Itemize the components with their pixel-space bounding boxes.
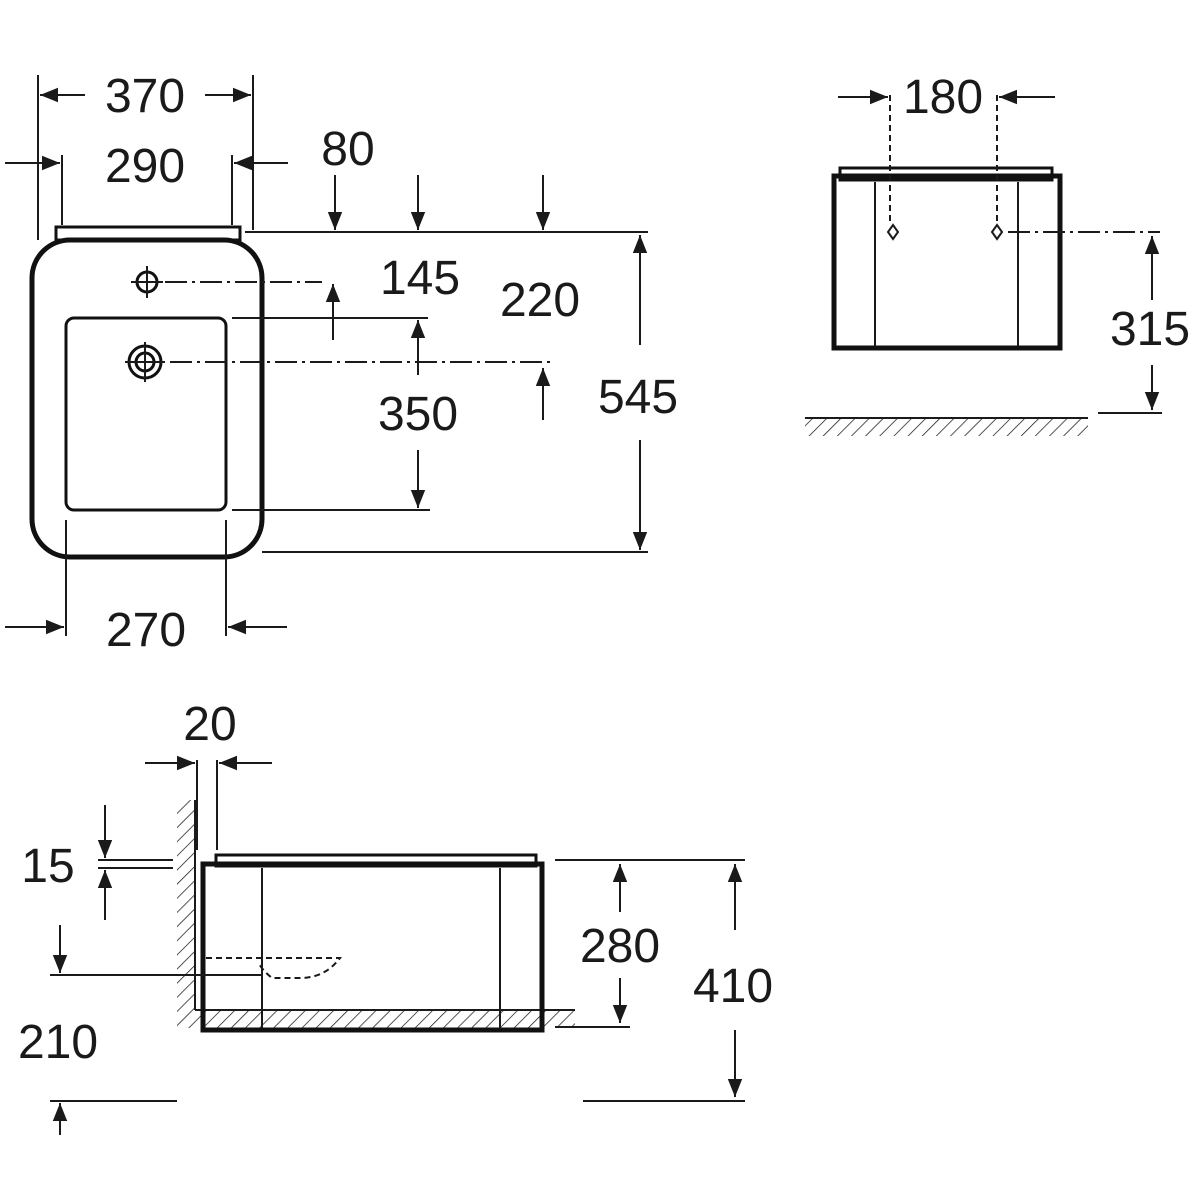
- tap-hole-icon: [131, 266, 163, 298]
- dim-tap-offset: 80: [321, 123, 374, 176]
- dim-depth-overall: 545: [598, 371, 678, 424]
- side-view: 20 15 210 280 410: [18, 698, 773, 1135]
- dim-fixing-distance: 180: [903, 71, 983, 124]
- bidet-outline-front: [831, 173, 1063, 351]
- fixing-point-icon: [886, 223, 1004, 241]
- dim-outlet-height: 210: [18, 1016, 98, 1069]
- dim-drain-offset-top: 220: [500, 274, 580, 327]
- dim-width-top: 290: [105, 140, 185, 193]
- bidet-outline-side: [200, 861, 545, 1033]
- bidet-rim-lip: [54, 225, 242, 242]
- outlet-dashed: [206, 957, 343, 979]
- floor-hatch: [805, 418, 1088, 436]
- top-view: 370 290 80 145 220 350 545: [5, 70, 678, 657]
- dim-width-bottom: 270: [106, 604, 186, 657]
- dim-rim-height: 410: [693, 960, 773, 1013]
- drain-hole-icon: [125, 342, 165, 382]
- floor-hatch-side: [177, 1010, 575, 1028]
- dim-body-height: 280: [580, 920, 660, 973]
- dim-fixing-height: 315: [1110, 303, 1190, 356]
- wall-hatch: [177, 800, 195, 1010]
- front-view: 180 315: [805, 71, 1190, 436]
- dim-width-overall: 370: [105, 70, 185, 123]
- dim-drain-offset-tap: 145: [380, 252, 460, 305]
- dim-lip-thickness: 15: [21, 840, 74, 893]
- dim-wall-gap: 20: [183, 698, 236, 751]
- dim-basin-height: 350: [378, 388, 458, 441]
- bidet-basin: [64, 316, 228, 512]
